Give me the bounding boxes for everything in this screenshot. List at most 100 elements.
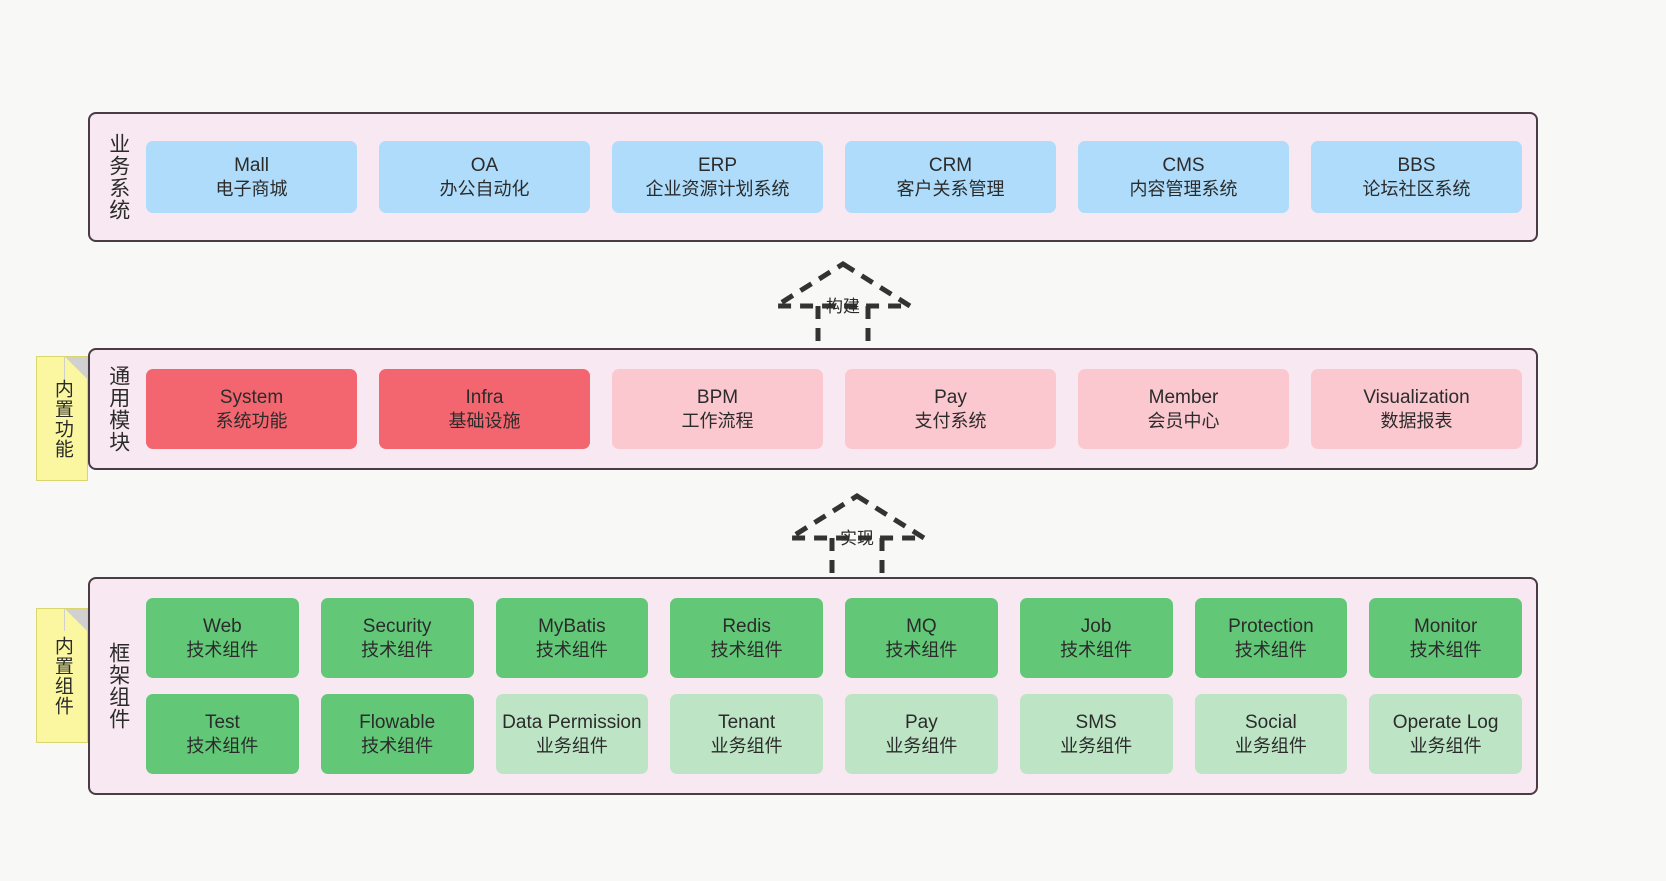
card-row: System 系统功能 Infra 基础设施 BPM 工作流程 Pay 支付系统… bbox=[146, 369, 1522, 449]
card-pay[interactable]: Pay 支付系统 bbox=[845, 369, 1056, 449]
layer-title-common-modules: 通用模块 bbox=[106, 365, 130, 453]
layer-framework-components: 框架组件 Web 技术组件 Security 技术组件 MyBatis 技术组件… bbox=[88, 577, 1538, 795]
card-title-cn: 技术组件 bbox=[1060, 639, 1133, 660]
card-title-en: CMS bbox=[1162, 154, 1205, 176]
card-web[interactable]: Web 技术组件 bbox=[146, 598, 299, 678]
card-redis[interactable]: Redis 技术组件 bbox=[670, 598, 823, 678]
card-title-en: Redis bbox=[722, 615, 771, 637]
card-tenant[interactable]: Tenant 业务组件 bbox=[670, 694, 823, 774]
card-row: Web 技术组件 Security 技术组件 MyBatis 技术组件 Redi… bbox=[146, 598, 1522, 678]
card-title-cn: 支付系统 bbox=[914, 410, 987, 431]
card-bpm[interactable]: BPM 工作流程 bbox=[612, 369, 823, 449]
layer-body-business-systems: Mall 电子商城 OA 办公自动化 ERP 企业资源计划系统 CRM 客户关系… bbox=[146, 114, 1536, 240]
card-title-cn: 技术组件 bbox=[1234, 639, 1307, 660]
card-title-en: Infra bbox=[465, 386, 504, 408]
card-title-cn: 业务组件 bbox=[1409, 735, 1482, 756]
card-title-en: MQ bbox=[906, 615, 937, 637]
card-title-cn: 技术组件 bbox=[885, 639, 958, 660]
card-crm[interactable]: CRM 客户关系管理 bbox=[845, 141, 1056, 213]
card-row: Test 技术组件 Flowable 技术组件 Data Permission … bbox=[146, 694, 1522, 774]
card-operate-log[interactable]: Operate Log 业务组件 bbox=[1369, 694, 1522, 774]
card-title-cn: 业务组件 bbox=[1234, 735, 1307, 756]
card-title-en: Monitor bbox=[1413, 615, 1478, 637]
card-title-en: ERP bbox=[697, 154, 738, 176]
card-title-en: Tenant bbox=[718, 711, 776, 733]
card-title-en: System bbox=[219, 386, 284, 408]
card-title-cn: 技术组件 bbox=[361, 639, 434, 660]
card-row: Mall 电子商城 OA 办公自动化 ERP 企业资源计划系统 CRM 客户关系… bbox=[146, 141, 1522, 213]
layer-title-framework-components: 框架组件 bbox=[106, 642, 130, 730]
card-data-permission[interactable]: Data Permission 业务组件 bbox=[495, 694, 649, 774]
card-pay-component[interactable]: Pay 业务组件 bbox=[845, 694, 998, 774]
sticky-note-text: 内置组件 bbox=[51, 635, 73, 716]
card-title-en: CRM bbox=[928, 154, 973, 176]
card-monitor[interactable]: Monitor 技术组件 bbox=[1369, 598, 1522, 678]
card-title-cn: 电子商城 bbox=[215, 178, 288, 199]
card-title-en: Visualization bbox=[1363, 386, 1470, 408]
card-member[interactable]: Member 会员中心 bbox=[1078, 369, 1289, 449]
card-title-cn: 客户关系管理 bbox=[896, 178, 1005, 199]
sticky-note-builtin-function: 内置功能 bbox=[36, 356, 88, 481]
card-title-en: SMS bbox=[1075, 711, 1117, 733]
card-protection[interactable]: Protection 技术组件 bbox=[1194, 598, 1348, 678]
card-infra[interactable]: Infra 基础设施 bbox=[379, 369, 590, 449]
card-oa[interactable]: OA 办公自动化 bbox=[379, 141, 590, 213]
card-title-en: Test bbox=[204, 711, 240, 733]
card-title-en: Job bbox=[1080, 615, 1112, 637]
folded-corner-icon bbox=[64, 609, 87, 631]
card-test[interactable]: Test 技术组件 bbox=[146, 694, 299, 774]
layer-body-framework-components: Web 技术组件 Security 技术组件 MyBatis 技术组件 Redi… bbox=[146, 579, 1536, 793]
card-title-cn: 技术组件 bbox=[1409, 639, 1482, 660]
card-title-en: BPM bbox=[696, 386, 739, 408]
card-title-cn: 业务组件 bbox=[1060, 735, 1133, 756]
layer-title-business-systems: 业务系统 bbox=[106, 133, 130, 221]
card-security[interactable]: Security 技术组件 bbox=[320, 598, 474, 678]
connector-build-arrow: 构建 bbox=[758, 256, 928, 356]
card-title-cn: 内容管理系统 bbox=[1129, 178, 1238, 199]
card-title-cn: 系统功能 bbox=[215, 410, 288, 431]
card-bbs[interactable]: BBS 论坛社区系统 bbox=[1311, 141, 1522, 213]
card-erp[interactable]: ERP 企业资源计划系统 bbox=[612, 141, 823, 213]
card-title-cn: 技术组件 bbox=[186, 639, 259, 660]
card-title-en: BBS bbox=[1397, 154, 1436, 176]
card-title-en: Data Permission bbox=[502, 711, 642, 733]
card-sms[interactable]: SMS 业务组件 bbox=[1019, 694, 1173, 774]
card-title-cn: 技术组件 bbox=[361, 735, 434, 756]
card-title-en: Web bbox=[203, 615, 242, 637]
card-title-cn: 会员中心 bbox=[1147, 410, 1220, 431]
card-social[interactable]: Social 业务组件 bbox=[1194, 694, 1348, 774]
card-title-cn: 工作流程 bbox=[681, 410, 754, 431]
card-mall[interactable]: Mall 电子商城 bbox=[146, 141, 357, 213]
card-title-en: Pay bbox=[934, 386, 967, 408]
card-mybatis[interactable]: MyBatis 技术组件 bbox=[495, 598, 649, 678]
folded-corner-icon bbox=[64, 357, 87, 379]
card-title-en: Member bbox=[1148, 386, 1219, 408]
layer-business-systems: 业务系统 Mall 电子商城 OA 办公自动化 ERP 企业资源计划系统 CRM… bbox=[88, 112, 1538, 242]
card-title-cn: 数据报表 bbox=[1380, 410, 1453, 431]
card-visualization[interactable]: Visualization 数据报表 bbox=[1311, 369, 1522, 449]
connector-label-implement: 实现 bbox=[840, 529, 874, 548]
card-title-cn: 技术组件 bbox=[710, 639, 783, 660]
card-title-cn: 基础设施 bbox=[448, 410, 521, 431]
card-flowable[interactable]: Flowable 技术组件 bbox=[320, 694, 474, 774]
layer-body-common-modules: System 系统功能 Infra 基础设施 BPM 工作流程 Pay 支付系统… bbox=[146, 350, 1536, 468]
layer-common-modules: 通用模块 System 系统功能 Infra 基础设施 BPM 工作流程 Pay… bbox=[88, 348, 1538, 470]
card-title-cn: 办公自动化 bbox=[439, 178, 530, 199]
card-cms[interactable]: CMS 内容管理系统 bbox=[1078, 141, 1289, 213]
card-title-en: Flowable bbox=[359, 711, 436, 733]
card-mq[interactable]: MQ 技术组件 bbox=[845, 598, 998, 678]
connector-label-build: 构建 bbox=[826, 297, 860, 316]
card-system[interactable]: System 系统功能 bbox=[146, 369, 357, 449]
card-title-cn: 业务组件 bbox=[710, 735, 783, 756]
card-title-en: Security bbox=[362, 615, 432, 637]
sticky-note-builtin-component: 内置组件 bbox=[36, 608, 88, 743]
sticky-note-text: 内置功能 bbox=[51, 378, 73, 459]
card-title-en: Pay bbox=[905, 711, 938, 733]
card-title-en: OA bbox=[470, 154, 499, 176]
card-title-en: Operate Log bbox=[1392, 711, 1499, 733]
card-title-cn: 技术组件 bbox=[186, 735, 259, 756]
card-job[interactable]: Job 技术组件 bbox=[1019, 598, 1173, 678]
card-title-cn: 技术组件 bbox=[535, 639, 608, 660]
card-title-cn: 企业资源计划系统 bbox=[645, 178, 790, 199]
